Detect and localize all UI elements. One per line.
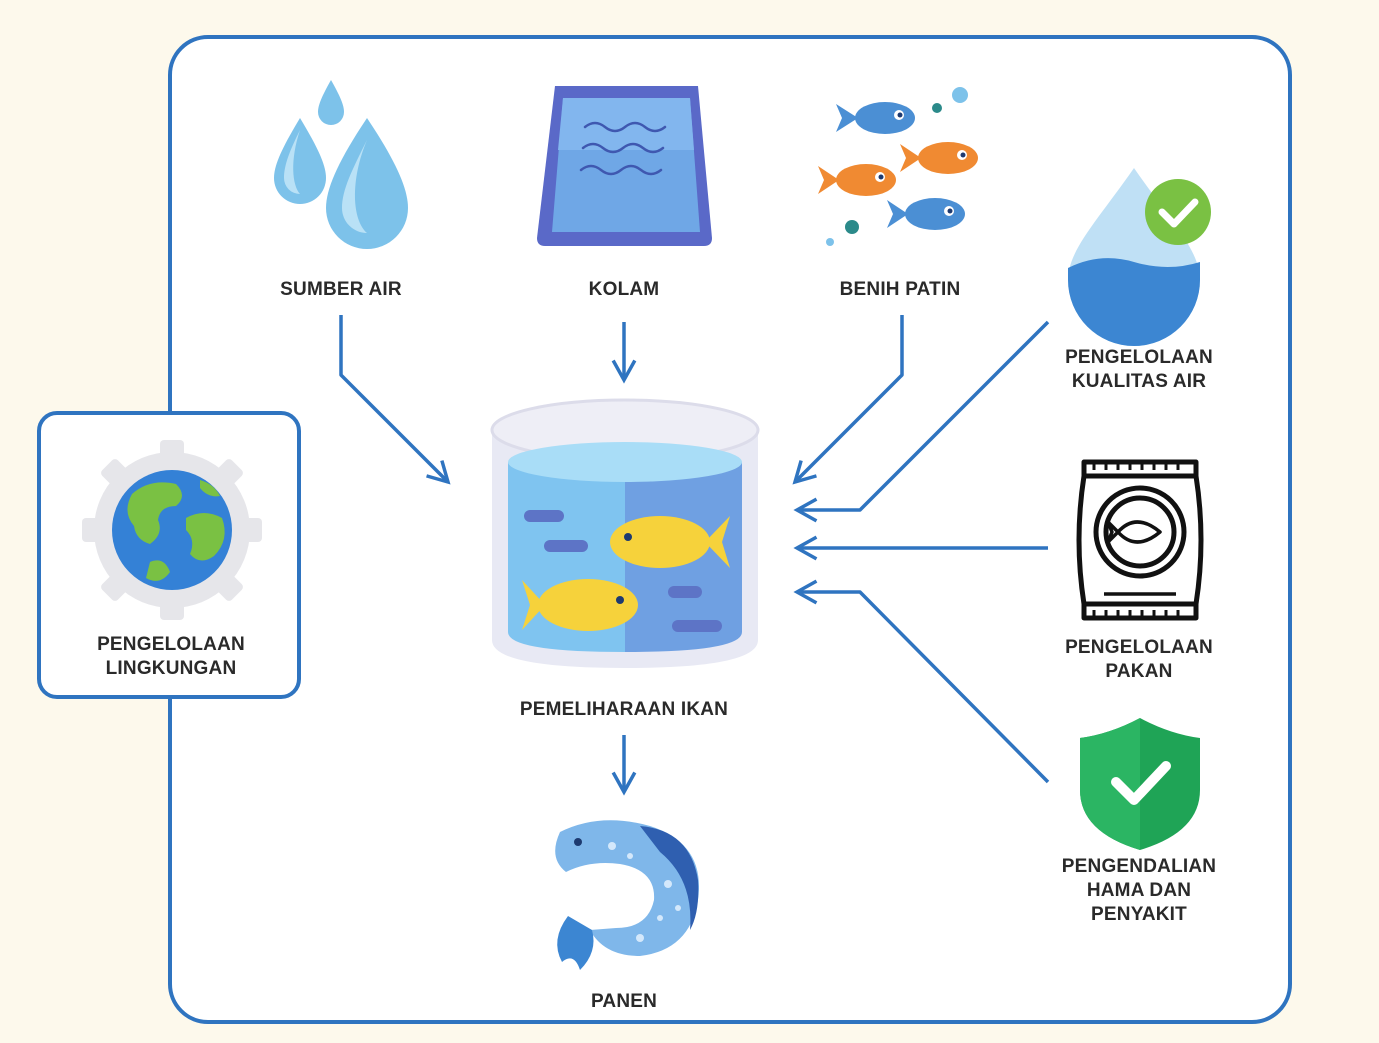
label-line: PENGENDALIAN	[1061, 856, 1217, 877]
label-pengelolaan-kualitas-air: PENGELOLAAN KUALITAS AIR	[1034, 346, 1244, 394]
label-pengelolaan-pakan: PENGELOLAAN PAKAN	[1034, 636, 1244, 684]
label-line: PENGELOLAAN	[1065, 637, 1213, 658]
label-kolam: KOLAM	[588, 279, 660, 300]
water-quality-icon	[1068, 168, 1211, 346]
fish-tank-icon	[490, 398, 760, 668]
arrow-benih-patin	[792, 315, 904, 485]
harvest-fish-icon	[555, 820, 699, 970]
arrows	[339, 315, 1050, 796]
fish-seed-icon	[818, 87, 978, 246]
fish-feed-bag-icon	[1076, 459, 1204, 621]
label-benih-patin: BENIH PATIN	[839, 279, 961, 300]
water-drops-icon	[274, 80, 408, 249]
label-line: KUALITAS AIR	[1071, 371, 1207, 392]
label-line: HAMA DAN	[1086, 880, 1192, 901]
label-line: PENGELOLAAN	[97, 634, 245, 655]
pond-icon	[537, 86, 712, 246]
label-line: LINGKUNGAN	[105, 658, 237, 679]
label-line: PENGELOLAAN	[1065, 347, 1213, 368]
arrow-sumber-air	[339, 315, 451, 485]
arrow-hama	[793, 579, 1050, 784]
label-pemeliharaan-ikan: PEMELIHARAAN IKAN	[519, 699, 729, 720]
label-line: PAKAN	[1105, 661, 1173, 682]
arrow-kualitas-air	[793, 320, 1050, 523]
label-pengendalian-hama: PENGENDALIAN HAMA DAN PENYAKIT	[1034, 855, 1244, 927]
shield-check-icon	[1080, 718, 1200, 850]
label-sumber-air: SUMBER AIR	[280, 279, 402, 300]
globe-gear-icon	[82, 440, 262, 620]
label-line: PENYAKIT	[1091, 904, 1187, 925]
label-panen: PANEN	[590, 991, 658, 1012]
label-pengelolaan-lingkungan: PENGELOLAAN LINGKUNGAN	[66, 633, 276, 681]
